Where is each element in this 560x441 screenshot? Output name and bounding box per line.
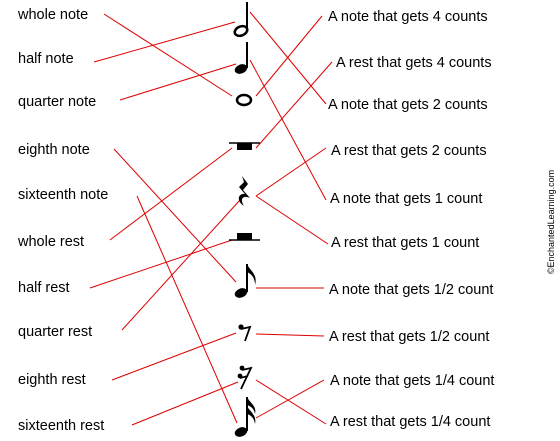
connector-half-rest: [89, 239, 233, 289]
connector-whole-note: [103, 13, 233, 97]
sixteenth-rest-icon: [237, 365, 253, 390]
term-sixteenth-note: sixteenth note: [18, 187, 109, 203]
definition-rest-4-counts: A rest that gets 4 counts: [336, 55, 492, 71]
definition-rest-quarter-count: A rest that gets 1/4 count: [330, 414, 491, 430]
connector-sixteenth-note: [136, 195, 238, 424]
connector-def-rest-half: [255, 333, 325, 337]
eighth-note-icon: [234, 264, 256, 298]
term-whole-rest: whole rest: [18, 234, 85, 250]
term-half-note: half note: [18, 51, 74, 67]
term-half-rest: half rest: [18, 280, 70, 296]
definition-note-half-count: A note that gets 1/2 count: [329, 282, 494, 298]
half-note-icon: [233, 2, 249, 38]
credit-text: ©EnchantedLearning.com: [546, 169, 556, 275]
eighth-rest-icon: [238, 324, 252, 342]
connector-lines: [89, 11, 333, 426]
quarter-rest-icon: [238, 176, 250, 206]
connector-quarter-rest: [121, 199, 241, 331]
whole-rest-icon: [229, 142, 260, 150]
music-symbols: [229, 2, 260, 437]
connector-def-note-quarter: [255, 379, 325, 419]
connector-eighth-rest: [111, 332, 237, 381]
connector-def-rest-2: [255, 147, 327, 197]
connector-whole-rest: [109, 147, 233, 241]
connector-def-rest-1: [255, 195, 329, 245]
term-eighth-note: eighth note: [18, 142, 90, 158]
term-quarter-note: quarter note: [18, 94, 97, 110]
connector-def-rest-quarter: [255, 379, 327, 425]
connector-quarter-note: [119, 63, 237, 101]
definition-note-1-count: A note that gets 1 count: [330, 191, 483, 207]
definition-rest-1-count: A rest that gets 1 count: [331, 235, 480, 251]
connector-def-note-1: [249, 59, 327, 201]
definition-rest-2-counts: A rest that gets 2 counts: [331, 143, 487, 159]
term-eighth-rest: eighth rest: [18, 372, 86, 388]
whole-note-icon: [235, 93, 253, 107]
connector-def-note-4: [255, 15, 323, 97]
connector-def-note-2: [249, 11, 327, 105]
half-rest-icon: [229, 233, 260, 241]
connector-sixteenth-rest: [131, 381, 239, 426]
connector-half-note: [93, 21, 236, 63]
term-sixteenth-rest: sixteenth rest: [18, 418, 105, 434]
quarter-note-icon: [234, 42, 248, 74]
sixteenth-note-icon: [234, 397, 256, 437]
definition-note-quarter-count: A note that gets 1/4 count: [330, 373, 495, 389]
term-quarter-rest: quarter rest: [18, 324, 93, 340]
term-whole-note: whole note: [18, 7, 89, 23]
definition-note-2-counts: A note that gets 2 counts: [328, 97, 488, 113]
definition-note-4-counts: A note that gets 4 counts: [328, 9, 488, 25]
definition-rest-half-count: A rest that gets 1/2 count: [329, 329, 490, 345]
connector-eighth-note: [113, 148, 237, 283]
connector-def-rest-4: [255, 61, 333, 149]
